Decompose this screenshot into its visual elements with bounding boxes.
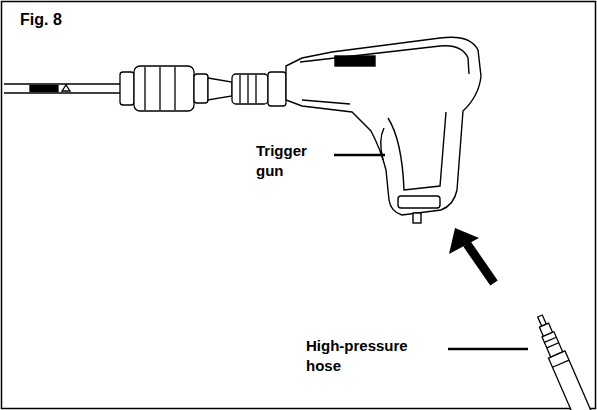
part-label: Trigger gun <box>256 141 322 180</box>
insert-arrow <box>449 228 494 283</box>
nozzle-coupling <box>120 66 286 111</box>
part-label: High-pressure hose <box>306 336 434 375</box>
lance <box>4 84 122 93</box>
trigger-gun <box>286 37 481 223</box>
leader-line <box>334 154 385 157</box>
high-pressure-hose <box>532 312 593 410</box>
leader-line <box>448 348 528 351</box>
figure-title: Fig. 8 <box>20 10 62 31</box>
